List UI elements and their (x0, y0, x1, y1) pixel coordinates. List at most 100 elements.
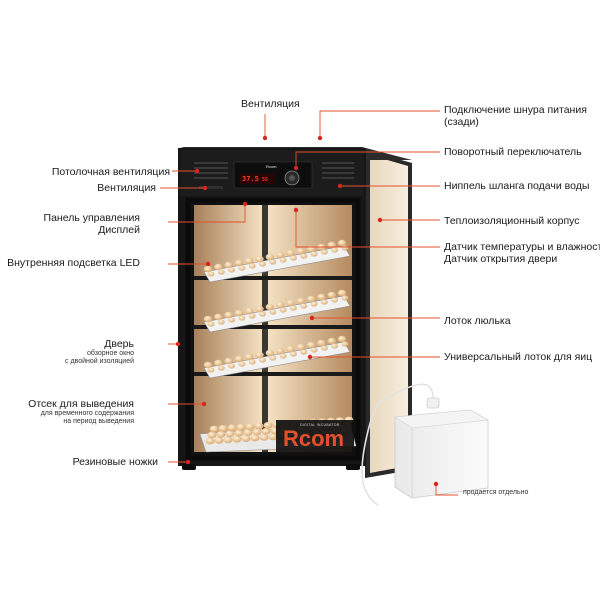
leader-ventilation-top (262, 114, 268, 141)
leader-cradle-tray (309, 315, 440, 321)
egg (275, 347, 285, 355)
egg (341, 341, 349, 347)
label-hatch-sub1: для временного содержания (40, 410, 134, 417)
egg (320, 249, 328, 255)
egg (248, 263, 256, 269)
egg (234, 259, 244, 267)
leader-power-cord (317, 110, 440, 141)
panel-brand: Rcom (266, 164, 277, 169)
cabinet-front (178, 148, 366, 466)
egg (268, 433, 278, 441)
egg (337, 239, 347, 247)
egg (255, 305, 264, 313)
label-power-cord-rear: (сзади) (444, 116, 479, 128)
egg-tray-2 (203, 289, 351, 333)
egg (227, 424, 237, 432)
rubber-foot-right (346, 464, 360, 470)
egg (310, 251, 318, 257)
egg (289, 255, 297, 261)
leader-ceiling-vent (172, 168, 200, 174)
egg (269, 309, 277, 315)
label-water-nipple: Ниппель шланга подачи воды (444, 180, 590, 192)
leader-rotary-switch (293, 151, 440, 171)
leader-led-light (168, 261, 211, 267)
egg (289, 351, 297, 357)
egg (279, 353, 287, 359)
egg (296, 343, 305, 351)
egg (306, 295, 316, 303)
egg (207, 367, 215, 373)
vent-slot (199, 186, 223, 189)
label-ventilation-left: Вентиляция (97, 182, 156, 194)
egg (317, 339, 326, 347)
ceiling-vent-grille (194, 162, 228, 179)
egg (207, 431, 217, 439)
label-door-sensor: Датчик открытия двери (444, 253, 558, 265)
label-hatch-compartment: Отсек для выведения (28, 398, 134, 410)
egg (209, 425, 219, 433)
egg (203, 315, 213, 323)
egg (228, 317, 236, 323)
label-door-window: обзорное окно (87, 350, 134, 357)
label-rotary-switch: Поворотный переключатель (444, 146, 582, 158)
egg (300, 303, 308, 309)
egg (265, 303, 275, 311)
egg (296, 247, 305, 255)
egg (259, 357, 267, 363)
egg (203, 361, 213, 369)
egg (217, 365, 225, 371)
control-panel (233, 161, 313, 189)
leader-temp-sensor (293, 207, 440, 248)
egg-tray-1 (203, 239, 351, 283)
leader-water-nipple (337, 183, 440, 189)
egg (279, 307, 287, 313)
egg (248, 359, 256, 365)
egg (238, 315, 246, 321)
label-ceiling-vent: Потолочная вентиляция (51, 166, 170, 178)
label-door-insulation: с двойной изоляцией (65, 358, 134, 365)
callout-lines (160, 110, 458, 496)
egg (218, 425, 228, 432)
egg (265, 349, 275, 357)
egg (224, 261, 233, 269)
egg (296, 297, 305, 305)
egg (216, 431, 226, 438)
egg (248, 313, 256, 319)
label-rubber-feet: Резиновые ножки (72, 456, 158, 468)
leader-universal-tray (307, 354, 440, 360)
egg (286, 299, 295, 307)
egg (207, 271, 215, 277)
egg (234, 309, 244, 317)
leader-rubber-feet (168, 459, 191, 465)
egg (228, 363, 236, 369)
egg (205, 437, 215, 445)
egg (320, 345, 328, 351)
egg (224, 357, 233, 365)
egg (245, 307, 254, 315)
egg (245, 423, 255, 430)
egg (263, 422, 273, 429)
egg (228, 267, 236, 273)
leader-door (168, 341, 181, 347)
egg (331, 343, 339, 349)
egg (214, 359, 223, 367)
egg (207, 321, 215, 327)
egg (289, 305, 297, 311)
label-ventilation-top: Вентиляция (241, 98, 300, 110)
side-vent-grille (322, 162, 354, 179)
egg (255, 255, 264, 263)
egg (250, 434, 260, 442)
egg (286, 249, 295, 257)
egg (286, 345, 295, 353)
egg (252, 428, 262, 436)
egg (331, 247, 339, 253)
egg (234, 355, 244, 363)
egg (232, 435, 242, 443)
egg (236, 423, 246, 431)
brand-logo: Rcom (283, 426, 345, 451)
egg (337, 289, 347, 297)
egg (327, 337, 336, 345)
egg (300, 253, 308, 259)
egg (245, 257, 254, 265)
egg (341, 295, 349, 301)
